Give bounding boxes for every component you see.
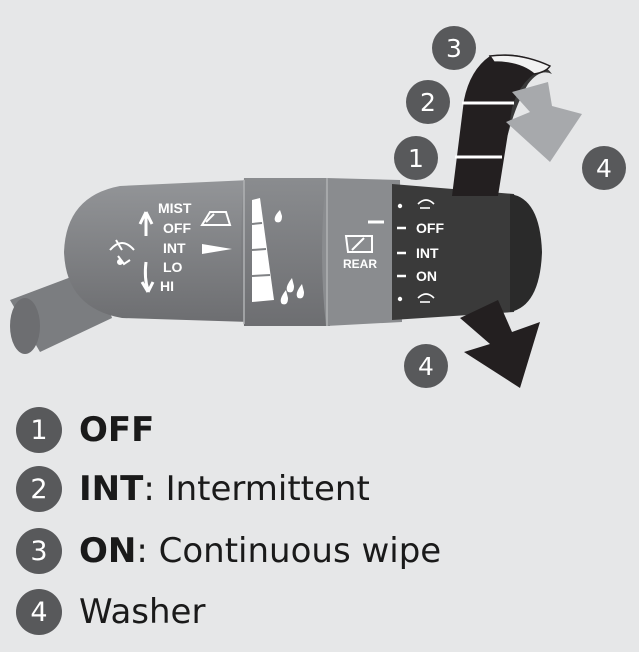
ring-label-on: ON	[416, 268, 437, 284]
callout-4-upper: 4	[582, 146, 626, 190]
legend-item-1: 1 OFF	[16, 405, 154, 455]
callout-4-lower: 4	[404, 344, 448, 388]
callout-2: 2	[406, 80, 450, 124]
rear-label: REAR	[343, 257, 377, 271]
front-label-int: INT	[163, 240, 186, 256]
legend-badge: 1	[16, 407, 62, 453]
svg-text:3: 3	[446, 34, 462, 63]
ring-dot-top	[397, 203, 403, 209]
rear-wiper-icon	[344, 235, 373, 253]
ring-dot-bottom	[397, 296, 403, 302]
ring-washer-top-icon	[417, 199, 435, 209]
legend-description: : Intermittent	[143, 469, 370, 509]
lever-tip	[64, 180, 250, 322]
ring-label-off: OFF	[416, 220, 444, 236]
washer-arrow-dark	[460, 300, 540, 388]
wiper-icon	[200, 211, 232, 226]
ring-label-int: INT	[416, 245, 439, 261]
wiper-lever-diagram: MIST OFF INT LO HI REAR OFF	[10, 26, 626, 388]
lever-end-cap	[510, 194, 542, 312]
hi-arrow-icon	[140, 261, 155, 293]
mist-arrow-icon	[138, 211, 154, 236]
legend-badge: 3	[16, 528, 62, 574]
legend-description: : Continuous wipe	[136, 531, 442, 571]
front-label-lo: LO	[163, 259, 183, 275]
front-label-hi: HI	[160, 278, 174, 294]
rain-drops-icon	[280, 278, 304, 305]
callout-3: 3	[432, 26, 476, 70]
legend-item-4: 4 Washer	[16, 587, 205, 637]
legend-description: Washer	[79, 592, 206, 632]
legend-term: ON	[79, 531, 137, 571]
legend-term: OFF	[79, 410, 155, 450]
svg-text:4: 4	[418, 352, 434, 381]
int-pointer-icon	[202, 244, 232, 254]
svg-text:1: 1	[408, 144, 424, 173]
front-label-mist: MIST	[158, 200, 192, 216]
callout-1: 1	[394, 136, 438, 180]
lever-ring	[392, 184, 519, 320]
washer-arrow-light	[506, 82, 582, 162]
ring-washer-bottom-icon	[417, 293, 435, 303]
legend-badge: 4	[16, 589, 62, 635]
svg-text:2: 2	[420, 88, 436, 117]
washer-icon	[109, 239, 135, 266]
rotation-arrow-main	[452, 54, 548, 197]
legend-item-3: 3 ON: Continuous wipe	[16, 526, 441, 576]
legend-term: INT	[79, 469, 144, 509]
svg-text:4: 4	[596, 154, 612, 183]
legend-item-2: 2 INT: Intermittent	[16, 464, 370, 514]
lever-stalk-end	[10, 298, 40, 354]
legend-badge: 2	[16, 466, 62, 512]
rotation-arrow-highlight	[488, 54, 552, 75]
front-label-off: OFF	[163, 220, 191, 236]
rain-drop-icon	[274, 210, 282, 223]
